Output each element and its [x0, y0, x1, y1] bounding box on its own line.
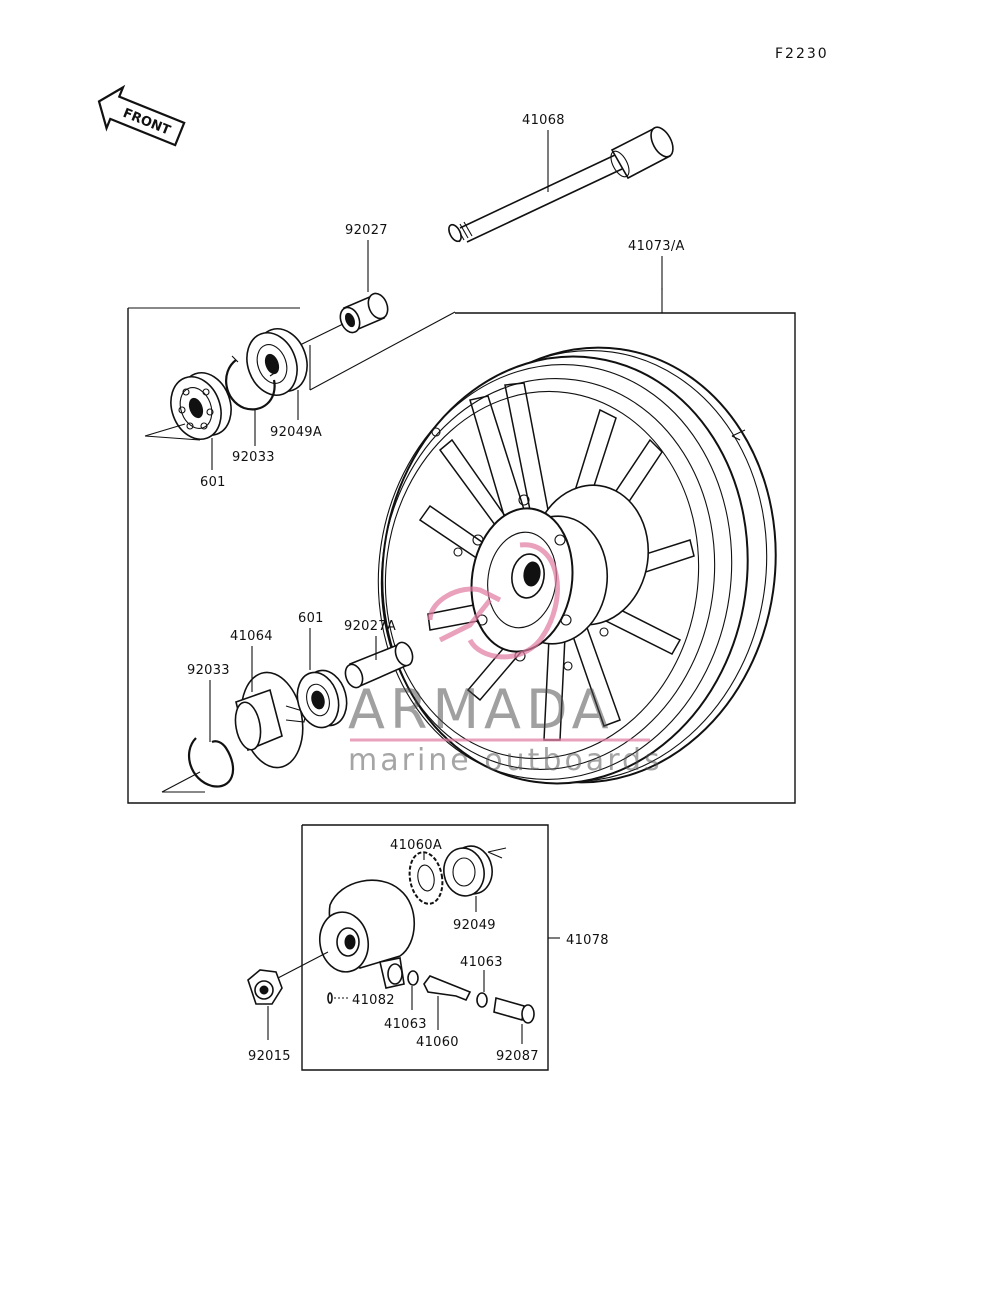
label-41078: 41078	[566, 933, 609, 948]
label-92027: 92027	[345, 223, 388, 238]
front-arrow-icon: FRONT	[97, 84, 186, 147]
figure-code: F2230	[775, 46, 829, 62]
label-41082: 41082	[352, 993, 395, 1008]
label-41064: 41064	[230, 629, 273, 644]
circlip-92033-top	[225, 355, 277, 411]
washer-41063-left	[407, 970, 419, 986]
gear-shaft-41060	[423, 975, 472, 1002]
label-92015: 92015	[248, 1049, 291, 1064]
label-92033-mid: 92033	[187, 663, 230, 678]
label-41073a: 41073/A	[628, 239, 685, 254]
seal-92049	[443, 845, 493, 897]
axle	[448, 126, 674, 243]
label-41063-left: 41063	[384, 1017, 427, 1032]
watermark-tagline: marine outboards	[348, 743, 663, 778]
hub-plate-41064	[234, 671, 307, 769]
label-41060: 41060	[416, 1035, 459, 1050]
armada-emblem-icon	[427, 542, 560, 660]
bushing-92087	[493, 996, 535, 1024]
label-41060a: 41060A	[390, 838, 442, 853]
label-92049a: 92049A	[270, 425, 322, 440]
label-41068: 41068	[522, 113, 565, 128]
gear-41060a	[408, 851, 444, 905]
bearing-601-mid	[296, 669, 348, 729]
gear-housing	[318, 879, 416, 989]
bearing-601-top	[170, 372, 232, 440]
watermark-brand: ARMADA	[348, 678, 614, 741]
washer-41063-right	[476, 992, 488, 1008]
label-92087: 92087	[496, 1049, 539, 1064]
circlip-92033-mid	[187, 737, 235, 788]
wheel	[377, 346, 777, 785]
label-92027a: 92027A	[344, 619, 396, 634]
pin-41082	[327, 992, 333, 1004]
label-41063-right: 41063	[460, 955, 503, 970]
label-92033-top: 92033	[232, 450, 275, 465]
bearing-92049a	[246, 328, 308, 396]
armada-logo-watermark: ARMADA marine outboards	[348, 542, 663, 778]
label-601-mid: 601	[298, 611, 324, 626]
collar-92027a	[344, 641, 414, 689]
collar-92027	[339, 292, 389, 334]
label-92049: 92049	[453, 918, 496, 933]
nut-92015	[247, 969, 283, 1005]
label-601-top: 601	[200, 475, 226, 490]
